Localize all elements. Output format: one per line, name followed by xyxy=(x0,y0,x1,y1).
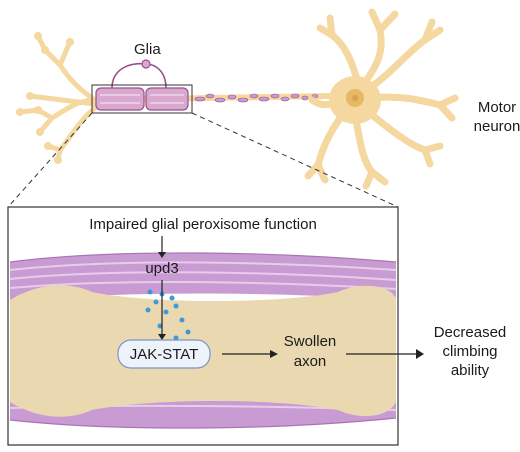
arrow-to-jakstat-head xyxy=(158,334,166,340)
impaired-peroxisome-label: Impaired glial peroxisome function xyxy=(89,216,317,233)
outcome-label-line3: ability xyxy=(451,362,490,379)
neuron-illustration: Glia Motor neuron xyxy=(16,8,520,190)
terminal-bulbs xyxy=(16,32,74,164)
zoom-box xyxy=(91,84,193,114)
arrow-to-upd3-head xyxy=(158,252,166,258)
glia-label: Glia xyxy=(134,41,161,58)
motor-neuron-label-line2: neuron xyxy=(474,118,520,135)
swollen-axon-label-line2: axon xyxy=(294,353,327,370)
swollen-axon-label-line1: Swollen xyxy=(284,333,337,350)
zoom-panel: Impaired glial peroxisome function upd3 … xyxy=(7,206,399,446)
jak-stat-box xyxy=(117,339,211,369)
arrow-to-outcome-head xyxy=(416,349,424,359)
motor-neuron-label-line1: Motor xyxy=(478,99,516,116)
motor-neuron-soma xyxy=(304,8,459,190)
glia-sheath xyxy=(95,59,189,111)
outcome-label-line2: climbing xyxy=(442,343,497,360)
arrow-to-swollen-head xyxy=(270,350,278,358)
upd3-label: upd3 xyxy=(145,260,178,277)
outcome-label-line1: Decreased xyxy=(434,324,507,341)
zoom-lines xyxy=(7,112,399,208)
glial-wrap-top xyxy=(9,252,397,302)
jak-stat-label: JAK-STAT xyxy=(130,346,199,363)
axon-fragments xyxy=(194,93,319,103)
